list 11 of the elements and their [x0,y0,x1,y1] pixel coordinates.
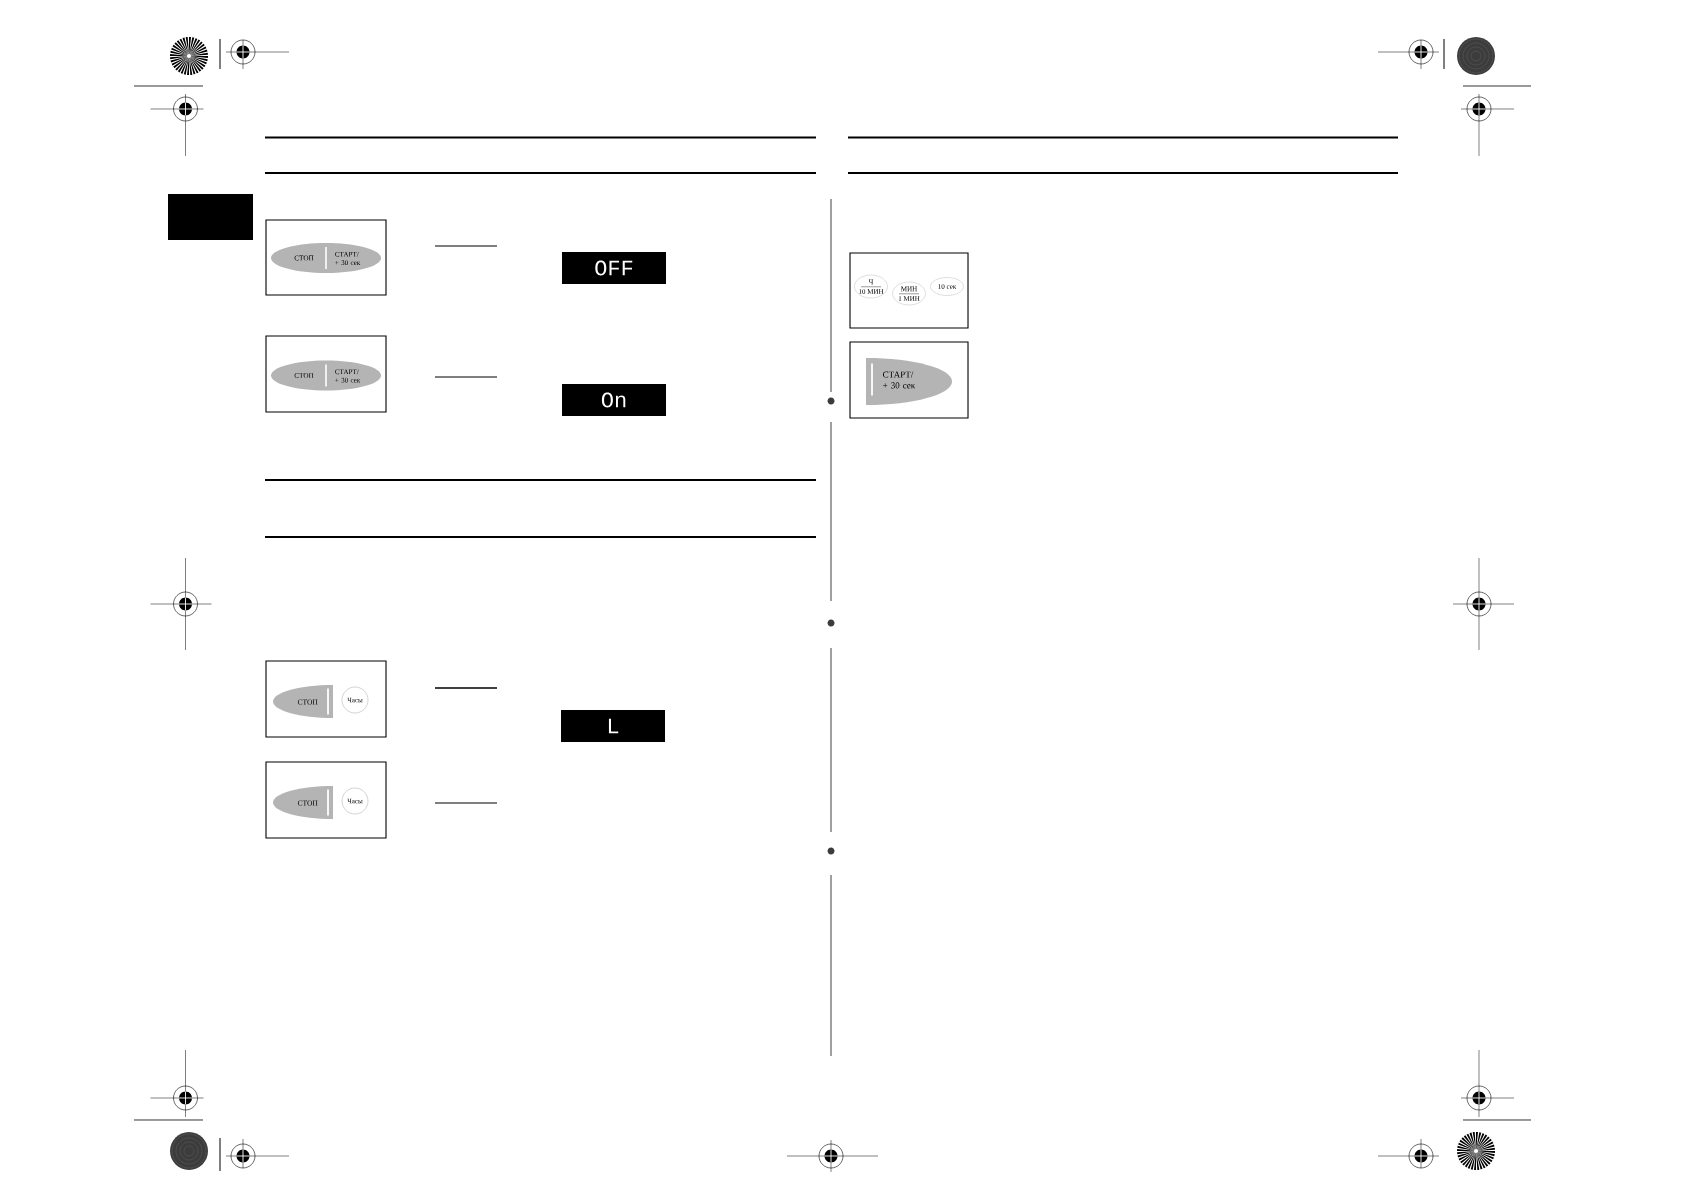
picture-frame [265,660,387,738]
picture-frame [849,252,969,329]
display-screen: OFF [562,252,666,284]
display-screen: L [561,710,665,742]
display-screen: On [562,384,666,416]
picture-frame [849,341,969,419]
picture-frame [265,219,387,296]
button: СТАРТ/ + 30 сек [866,358,952,405]
picture-frame [265,335,387,413]
section-tab [168,194,253,240]
picture-frame [265,761,387,839]
